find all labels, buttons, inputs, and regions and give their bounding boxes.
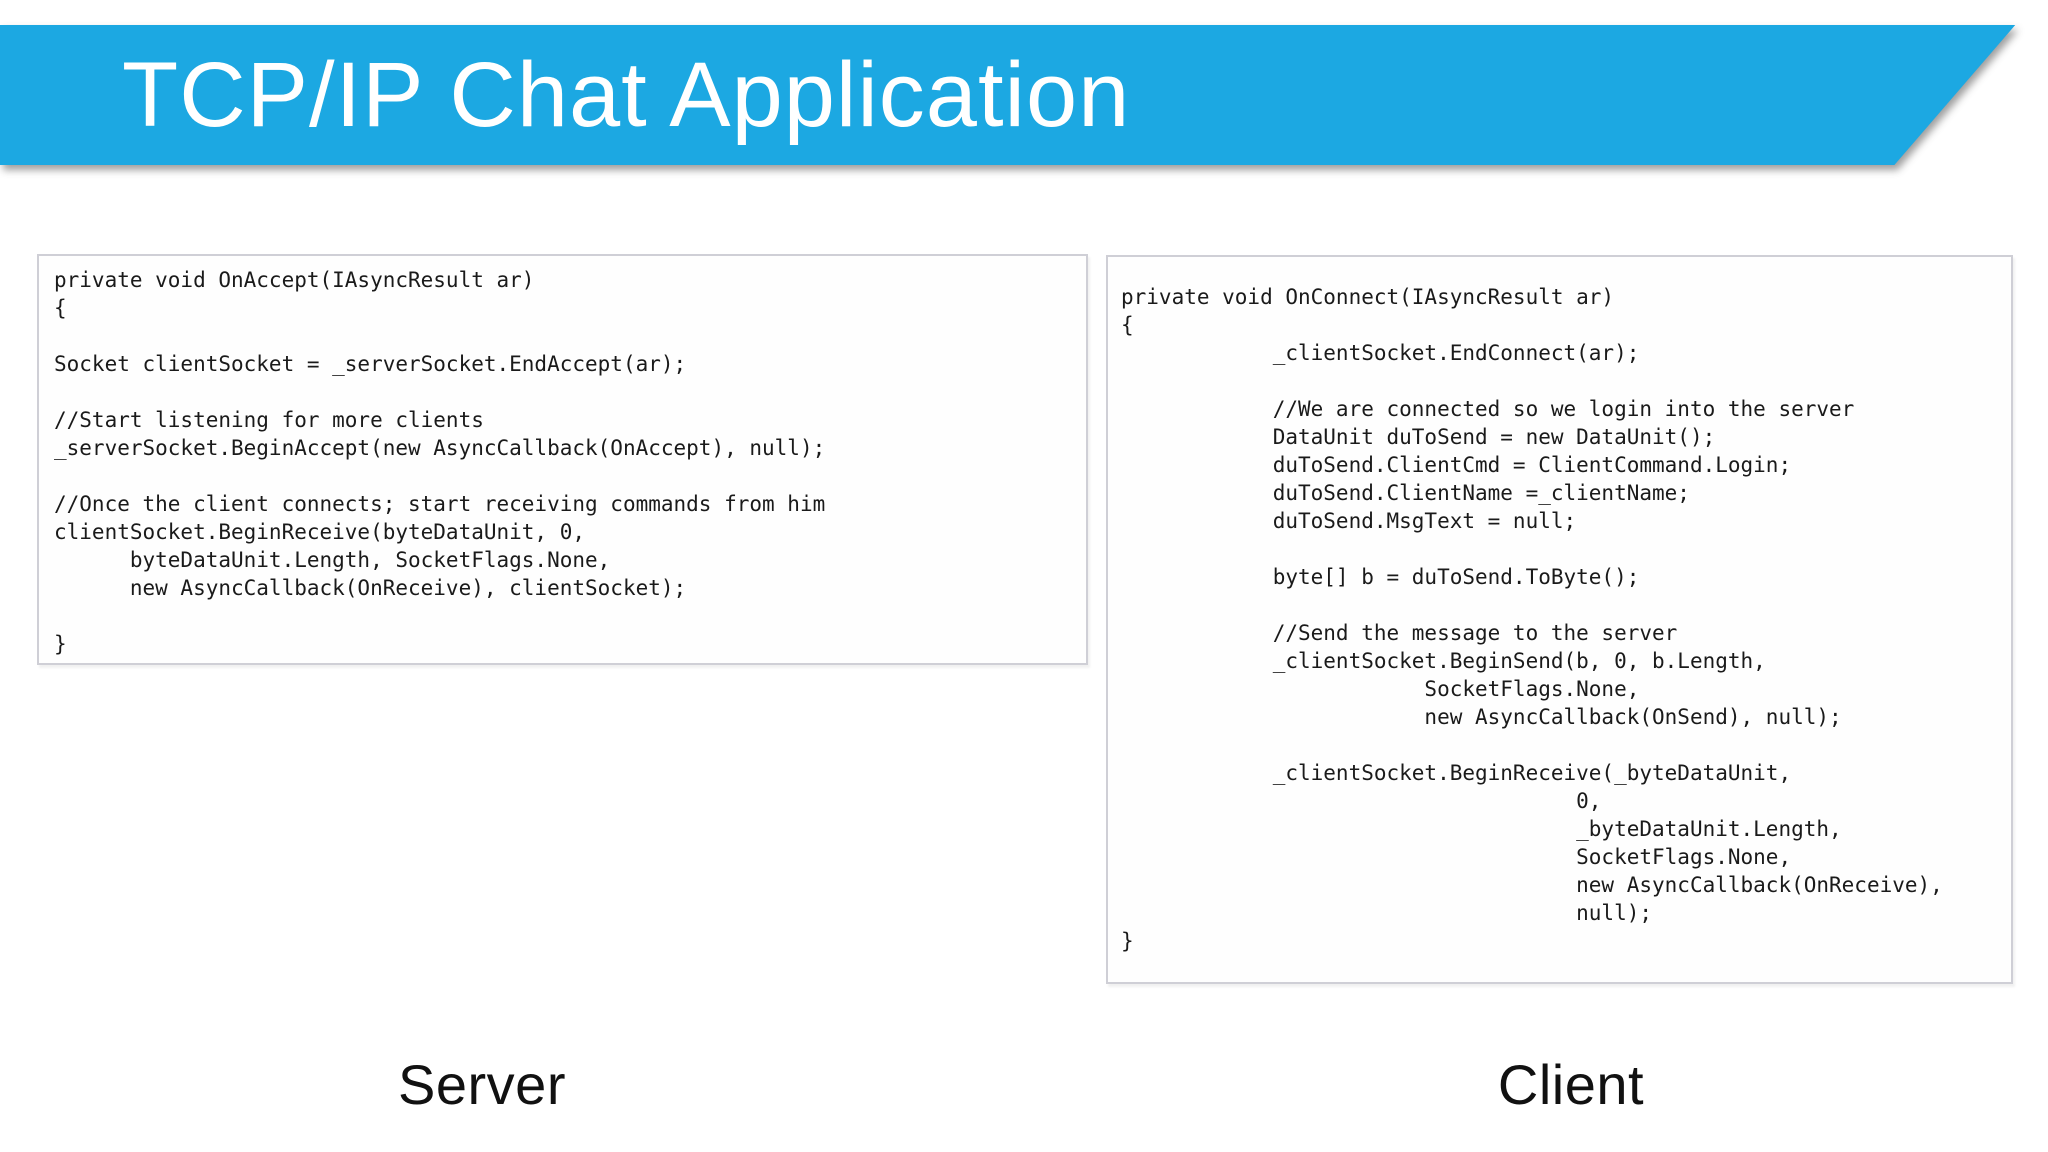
- client-code: private void OnConnect(IAsyncResult ar) …: [1121, 285, 1943, 953]
- title-banner-shape: TCP/IP Chat Application: [0, 25, 2016, 165]
- title-banner: TCP/IP Chat Application: [0, 25, 2048, 165]
- page-title: TCP/IP Chat Application: [122, 43, 1131, 146]
- server-code: private void OnAccept(IAsyncResult ar) {…: [54, 268, 826, 656]
- client-caption: Client: [1497, 1053, 1645, 1116]
- server-code-panel: private void OnAccept(IAsyncResult ar) {…: [37, 254, 1088, 665]
- server-caption: Server: [398, 1053, 566, 1116]
- client-code-panel: private void OnConnect(IAsyncResult ar) …: [1106, 255, 2013, 984]
